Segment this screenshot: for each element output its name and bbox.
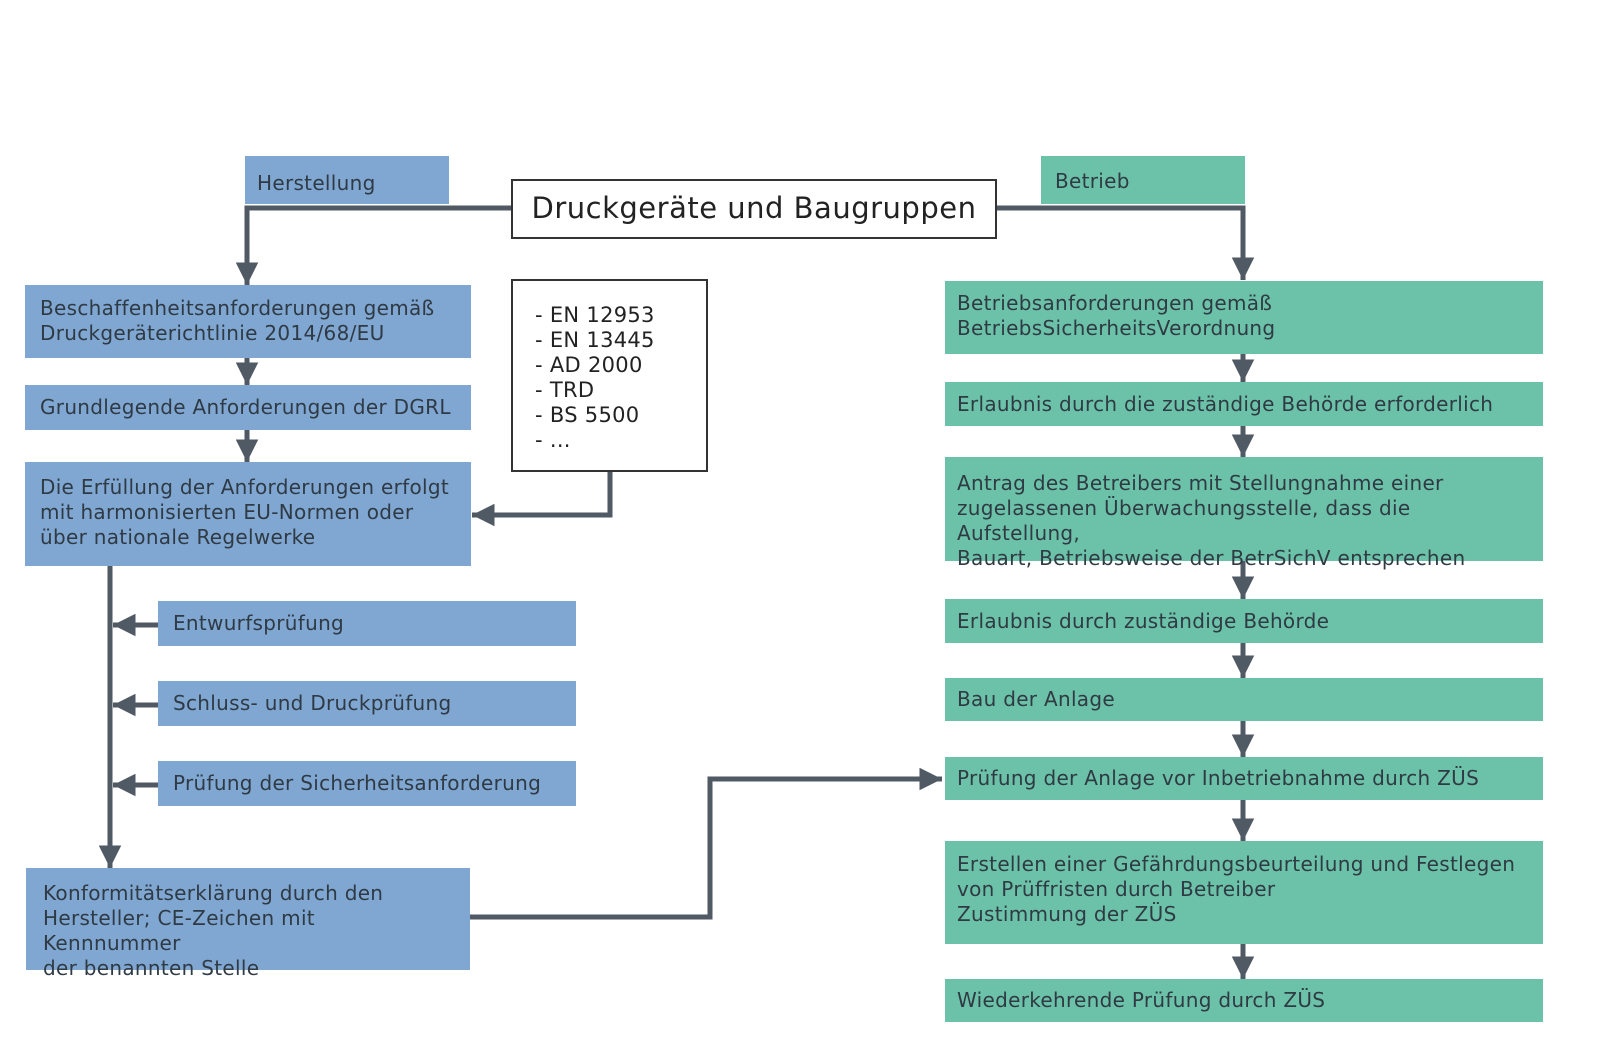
connector-standards-to-fulfilment (472, 470, 613, 527)
check-sicherheit: Prüfung der Sicherheitsanforderung (158, 761, 576, 806)
check-schluss-druck: Schluss- und Druckprüfung (158, 681, 576, 726)
right-step-3: Antrag des Betreibers mit Stellungnahme … (945, 457, 1543, 570)
left-step-3: Die Erfüllung der Anforderungen erfolgt … (25, 462, 471, 566)
right-step-7: Erstellen einer Gefährdungsbeurteilung u… (945, 841, 1543, 944)
connector-conformity-to-inspection (470, 767, 942, 920)
right-step-2: Erlaubnis durch die zuständige Behörde e… (945, 382, 1543, 426)
left-step-2: Grundlegende Anforderungen der DGRL (25, 385, 471, 430)
connector-title-to-betrieb (996, 205, 1255, 280)
left-step-1: Beschaffenheitsanforderungen gemäß Druck… (25, 285, 471, 358)
right-step-1: Betriebsanforderungen gemäß BetriebsSich… (945, 281, 1543, 354)
right-step-8: Wiederkehrende Prüfung durch ZÜS (945, 979, 1543, 1022)
diagram-title: Druckgeräte und Baugruppen (511, 179, 997, 239)
right-step-4: Erlaubnis durch zuständige Behörde (945, 599, 1543, 643)
conformity-declaration: Konformitätserklärung durch den Herstell… (26, 868, 470, 980)
connector-title-to-herstellung (235, 205, 513, 285)
right-step-5: Bau der Anlage (945, 678, 1543, 721)
herstellung-header: Herstellung (245, 156, 449, 204)
betrieb-header: Betrieb (1041, 156, 1245, 204)
standards-list: - EN 12953 - EN 13445 - AD 2000 - TRD - … (511, 279, 708, 472)
right-step-6: Prüfung der Anlage vor Inbetriebnahme du… (945, 757, 1543, 800)
check-entwurf: Entwurfsprüfung (158, 601, 576, 646)
